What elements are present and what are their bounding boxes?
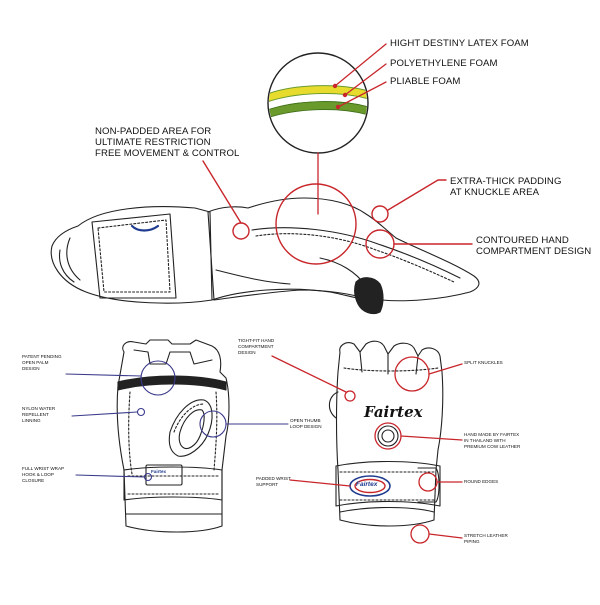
split-knuckle-circle-icon <box>394 356 430 392</box>
split-knuckle-leader <box>428 363 463 375</box>
open-palm-leader <box>65 373 142 377</box>
poly-leader <box>344 63 387 96</box>
lining-leader <box>71 411 138 417</box>
inner-hand-opening <box>354 277 384 315</box>
open-palm-circle-icon <box>140 360 176 396</box>
patch-brand-text: Fairtex <box>151 469 167 474</box>
palm-side-glove <box>116 339 230 533</box>
non-padded-leader <box>202 160 242 224</box>
wrist-leader <box>75 474 145 478</box>
thumb-loop-label: OPEN THUMB LOOP DESIGN <box>290 418 322 430</box>
latex-foam-label: HIGHT DESTINY LATEX FOAM <box>390 38 529 49</box>
pliable-foam-layer <box>269 101 367 121</box>
padded-wrist-label: PADDED WRIST SUPPORT <box>256 476 291 488</box>
hook-loop-patch <box>145 464 183 486</box>
strap-tab <box>417 467 440 503</box>
piping-circle-icon <box>410 524 430 544</box>
hand-body-outline <box>207 197 480 302</box>
left-wrist-wrap <box>123 466 223 501</box>
split-knuckles-label: SPLIT KNUCKLES <box>464 360 503 365</box>
emblem-circle-icon <box>374 422 402 450</box>
back-side-glove <box>328 340 444 527</box>
left-wrist-stitch <box>127 475 219 495</box>
right-wrist-stitch <box>339 471 437 501</box>
non-padded-circle-icon <box>232 222 250 240</box>
piping-leader <box>428 533 463 539</box>
lining-dot-icon <box>136 407 146 417</box>
thumb-loop-outline <box>168 399 213 457</box>
round-edges-circle-icon <box>418 472 438 492</box>
cuff-inner-line-2 <box>58 249 75 283</box>
cuff-inner-line <box>66 237 81 281</box>
padded-wrist-leader <box>289 479 351 487</box>
handmade-label: HAND MADE BY FAIRTEX IN THAILAND WITH PR… <box>464 432 521 450</box>
wrist-cuff-outline <box>50 206 213 304</box>
wrist-logo-text: Fairtex <box>356 481 378 488</box>
non-padded-label: NON-PADDED AREA FOR ULTIMATE RESTRICTION… <box>95 126 240 160</box>
fairtex-emblem-icon <box>377 425 399 447</box>
right-piping <box>339 506 435 513</box>
fairtex-emblem-inner <box>381 429 395 443</box>
swoosh-logo-icon <box>130 224 160 232</box>
open-palm-label: PATENT PENDING OPEN PALM DESIGN <box>22 354 62 372</box>
tight-fit-dot-icon <box>344 390 356 402</box>
tight-fit-label: TIGHT-FIT HAND COMPARTMENT DESIGN <box>238 338 275 356</box>
side-view-glove <box>50 197 480 315</box>
extra-thick-leader <box>387 179 447 211</box>
polyethylene-foam-label: POLYETHYLENE FOAM <box>390 58 498 69</box>
brand-script-text: Fairtex <box>364 403 423 421</box>
left-finger-holes <box>133 349 213 365</box>
tight-fit-leader <box>271 355 347 393</box>
left-glove-stitch <box>128 391 218 475</box>
knuckle-stitch <box>255 233 455 283</box>
thumb-side-bump <box>328 391 339 419</box>
extra-thick-circle-icon <box>371 205 389 223</box>
cuff-stitch <box>97 219 171 293</box>
right-glove-outline <box>335 340 444 527</box>
contoured-circle-icon <box>365 229 395 259</box>
cuff-strap <box>91 213 177 299</box>
nylon-lining-label: NYLON WATER REPELLENT LINNING <box>22 406 56 424</box>
thumb-loop-inner <box>178 409 205 450</box>
knuckle-padding-circle-icon <box>275 183 357 265</box>
knuckle-padding-line <box>251 227 461 279</box>
wrist-wrap-label: FULL WRIST WRAP HOOK & LOOP CLOSURE <box>22 466 65 484</box>
right-wrist-strap <box>335 460 441 507</box>
palm-underside <box>211 288 373 301</box>
pliable-leader <box>337 81 387 108</box>
contoured-label: CONTOURED HAND COMPARTMENT DESIGN <box>476 235 592 258</box>
foam-layers-callout <box>267 43 387 215</box>
palm-fold <box>215 269 291 285</box>
emblem-leader <box>400 435 463 441</box>
round-edges-label: ROUND EDGES <box>464 479 499 484</box>
latex-leader <box>334 43 387 87</box>
right-knuckle-stitch <box>343 367 439 372</box>
thumb-loop-stitch <box>173 403 205 433</box>
extra-thick-label: EXTRA-THICK PADDING AT KNUCKLE AREA <box>450 176 562 199</box>
leather-piping-label: STRETCH LEATHER PIPING <box>464 533 508 545</box>
wrist-logo-inner <box>354 478 386 494</box>
pliable-foam-label: PLIABLE FOAM <box>390 76 461 87</box>
left-glove-outline <box>116 339 230 533</box>
